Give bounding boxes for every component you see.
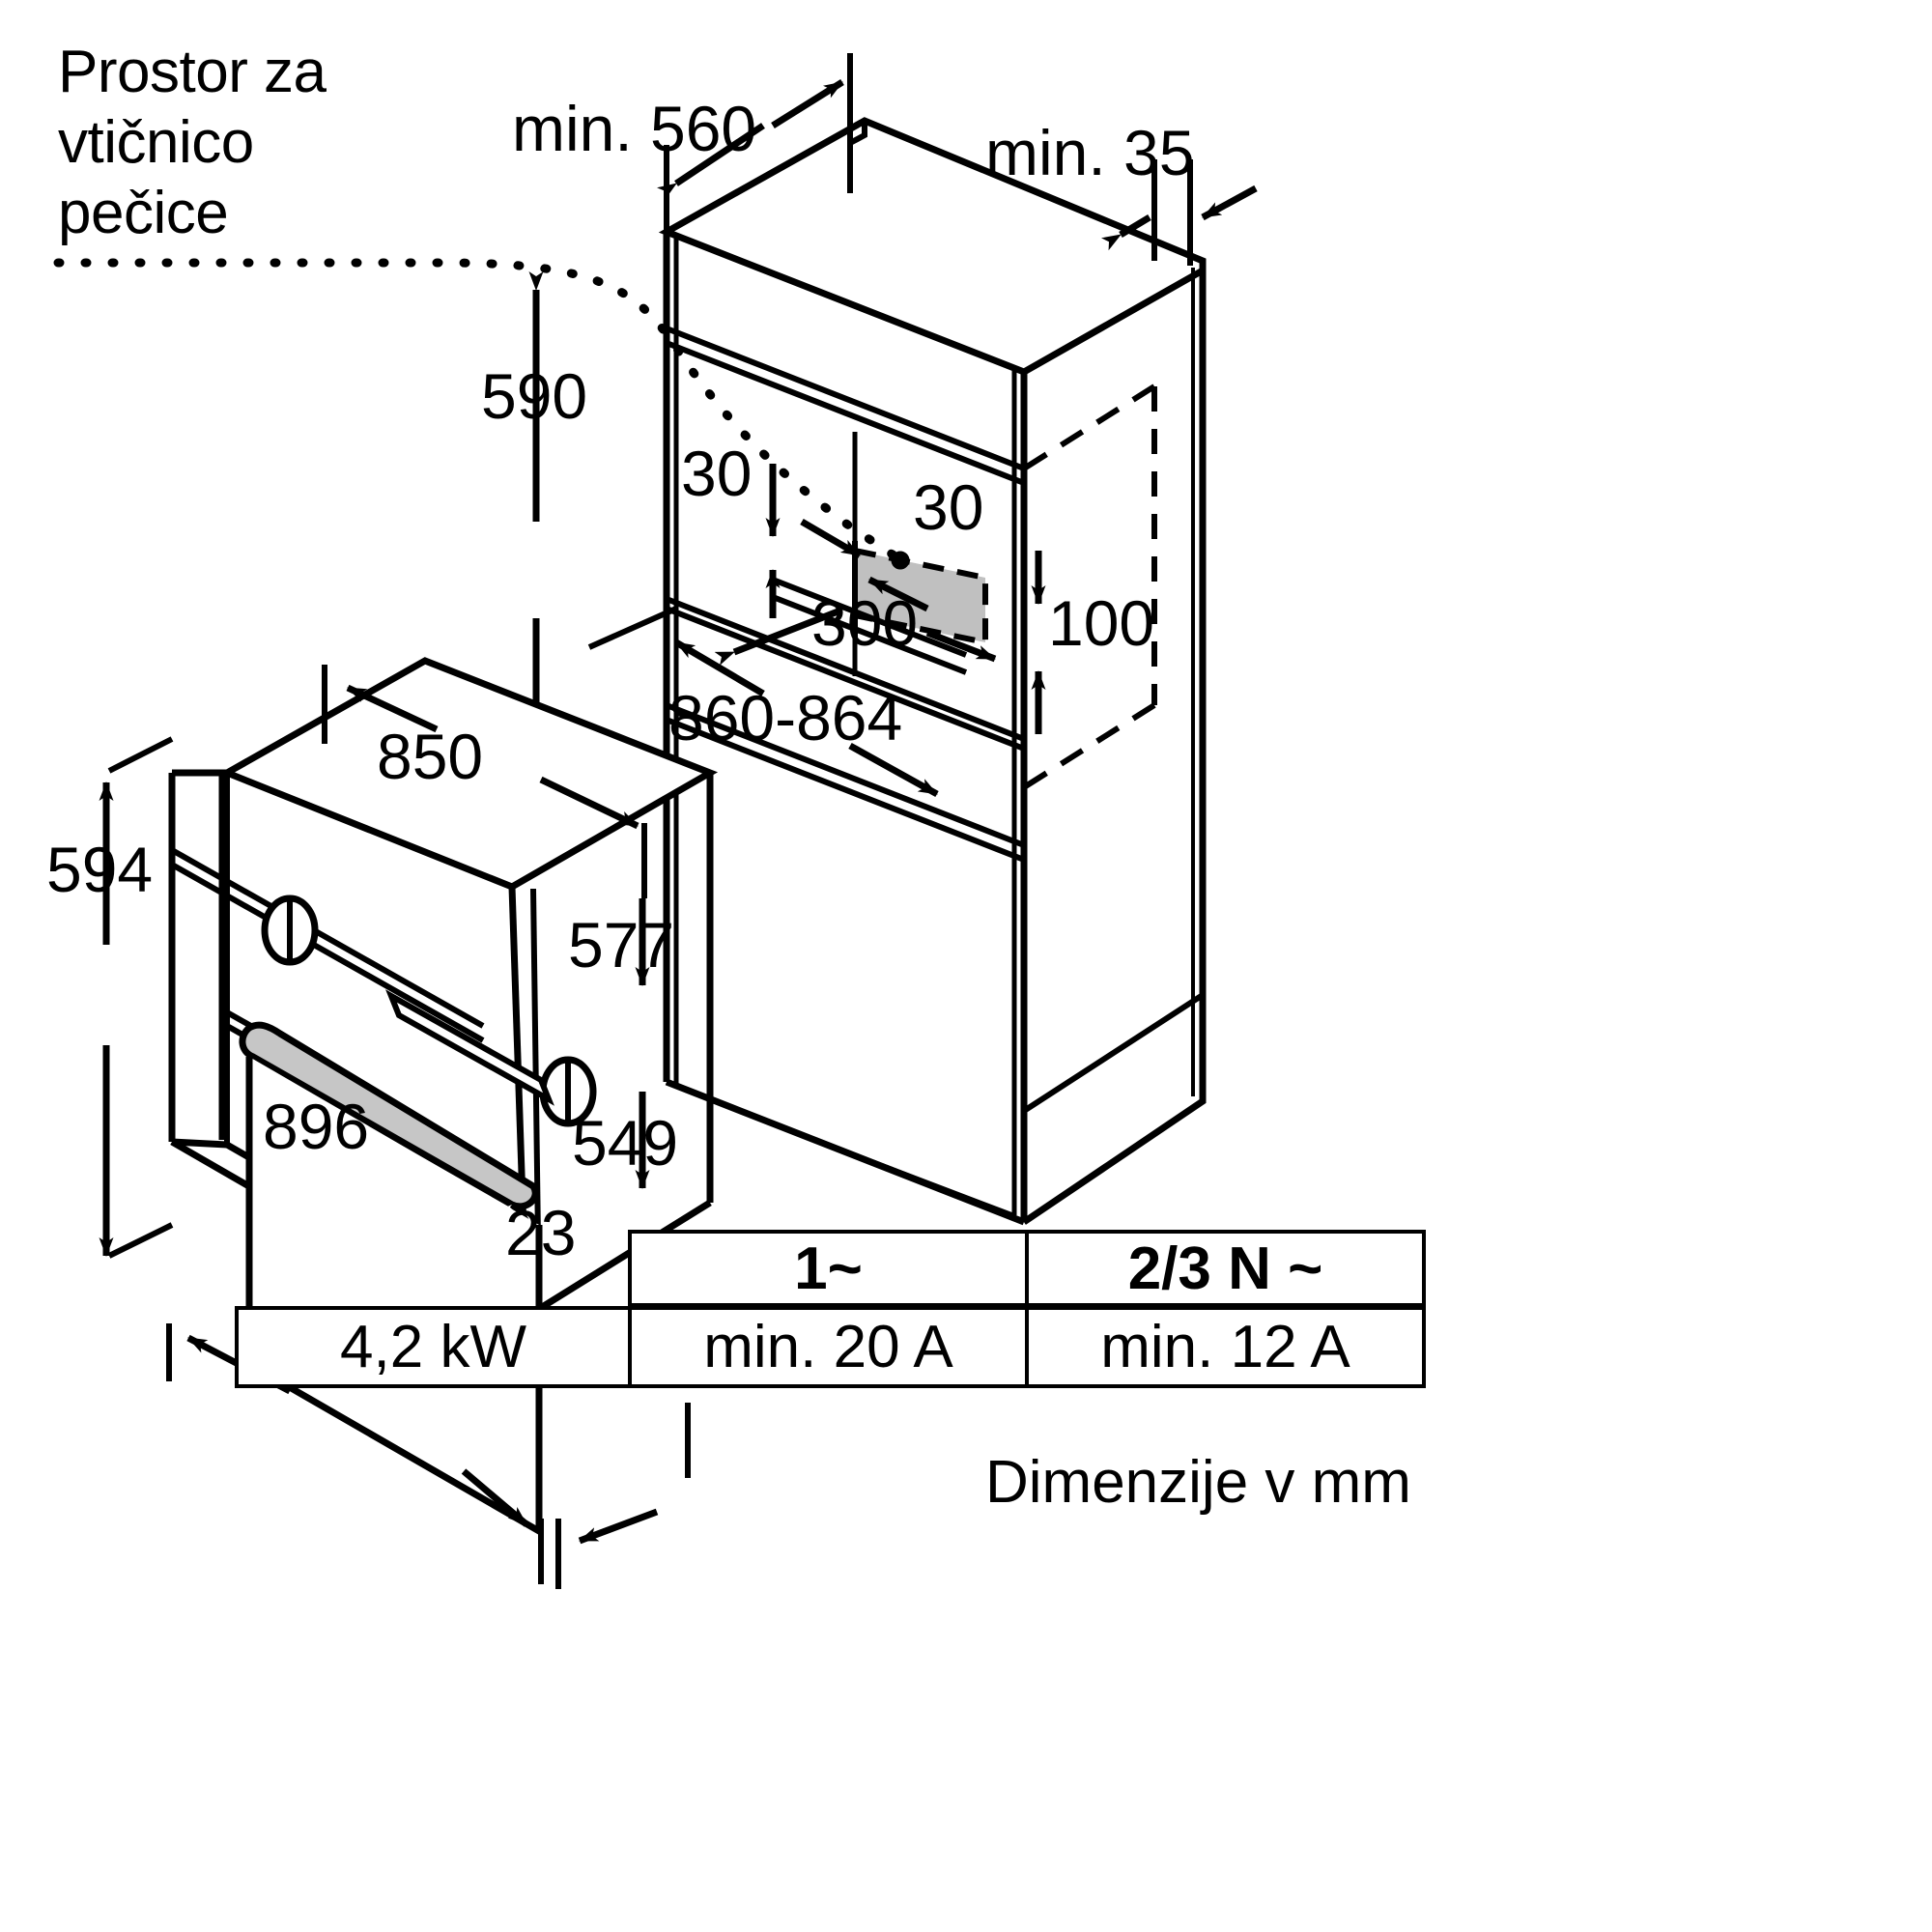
dim-860-864: 860-864 — [668, 682, 903, 753]
table-header-phase-2: 2/3 N ~ — [1025, 1230, 1426, 1307]
dim-850: 850 — [377, 721, 484, 792]
dim-min-35: min. 35 — [985, 117, 1195, 188]
oven-display — [385, 989, 554, 1106]
oven-handle — [239, 1021, 539, 1210]
socket-pointer-dotted-line — [53, 258, 903, 563]
table-cell-current-2: min. 12 A — [1025, 1306, 1426, 1388]
dim-896: 896 — [263, 1091, 370, 1162]
dim-30-left: 30 — [681, 438, 753, 509]
table-header-phase-1: 1~ — [628, 1230, 1029, 1307]
dim-30-right: 30 — [913, 471, 984, 543]
dim-594: 594 — [46, 834, 154, 905]
dim-549: 549 — [572, 1107, 679, 1179]
niche-top-inner-edge — [665, 326, 1026, 471]
dim-300: 300 — [811, 587, 919, 659]
table-cell-current-1: min. 20 A — [628, 1306, 1029, 1388]
table-cell-power: 4,2 kW — [235, 1306, 632, 1388]
dim-590: 590 — [481, 360, 588, 432]
dim-23: 23 — [505, 1197, 577, 1268]
dim-min-560: min. 560 — [512, 93, 757, 164]
dim-577: 577 — [568, 909, 675, 980]
dim-100: 100 — [1048, 587, 1155, 659]
units-caption: Dimenzije v mm — [985, 1449, 1411, 1516]
socket-space-note: Prostor za vtičnico pečice — [58, 39, 327, 247]
